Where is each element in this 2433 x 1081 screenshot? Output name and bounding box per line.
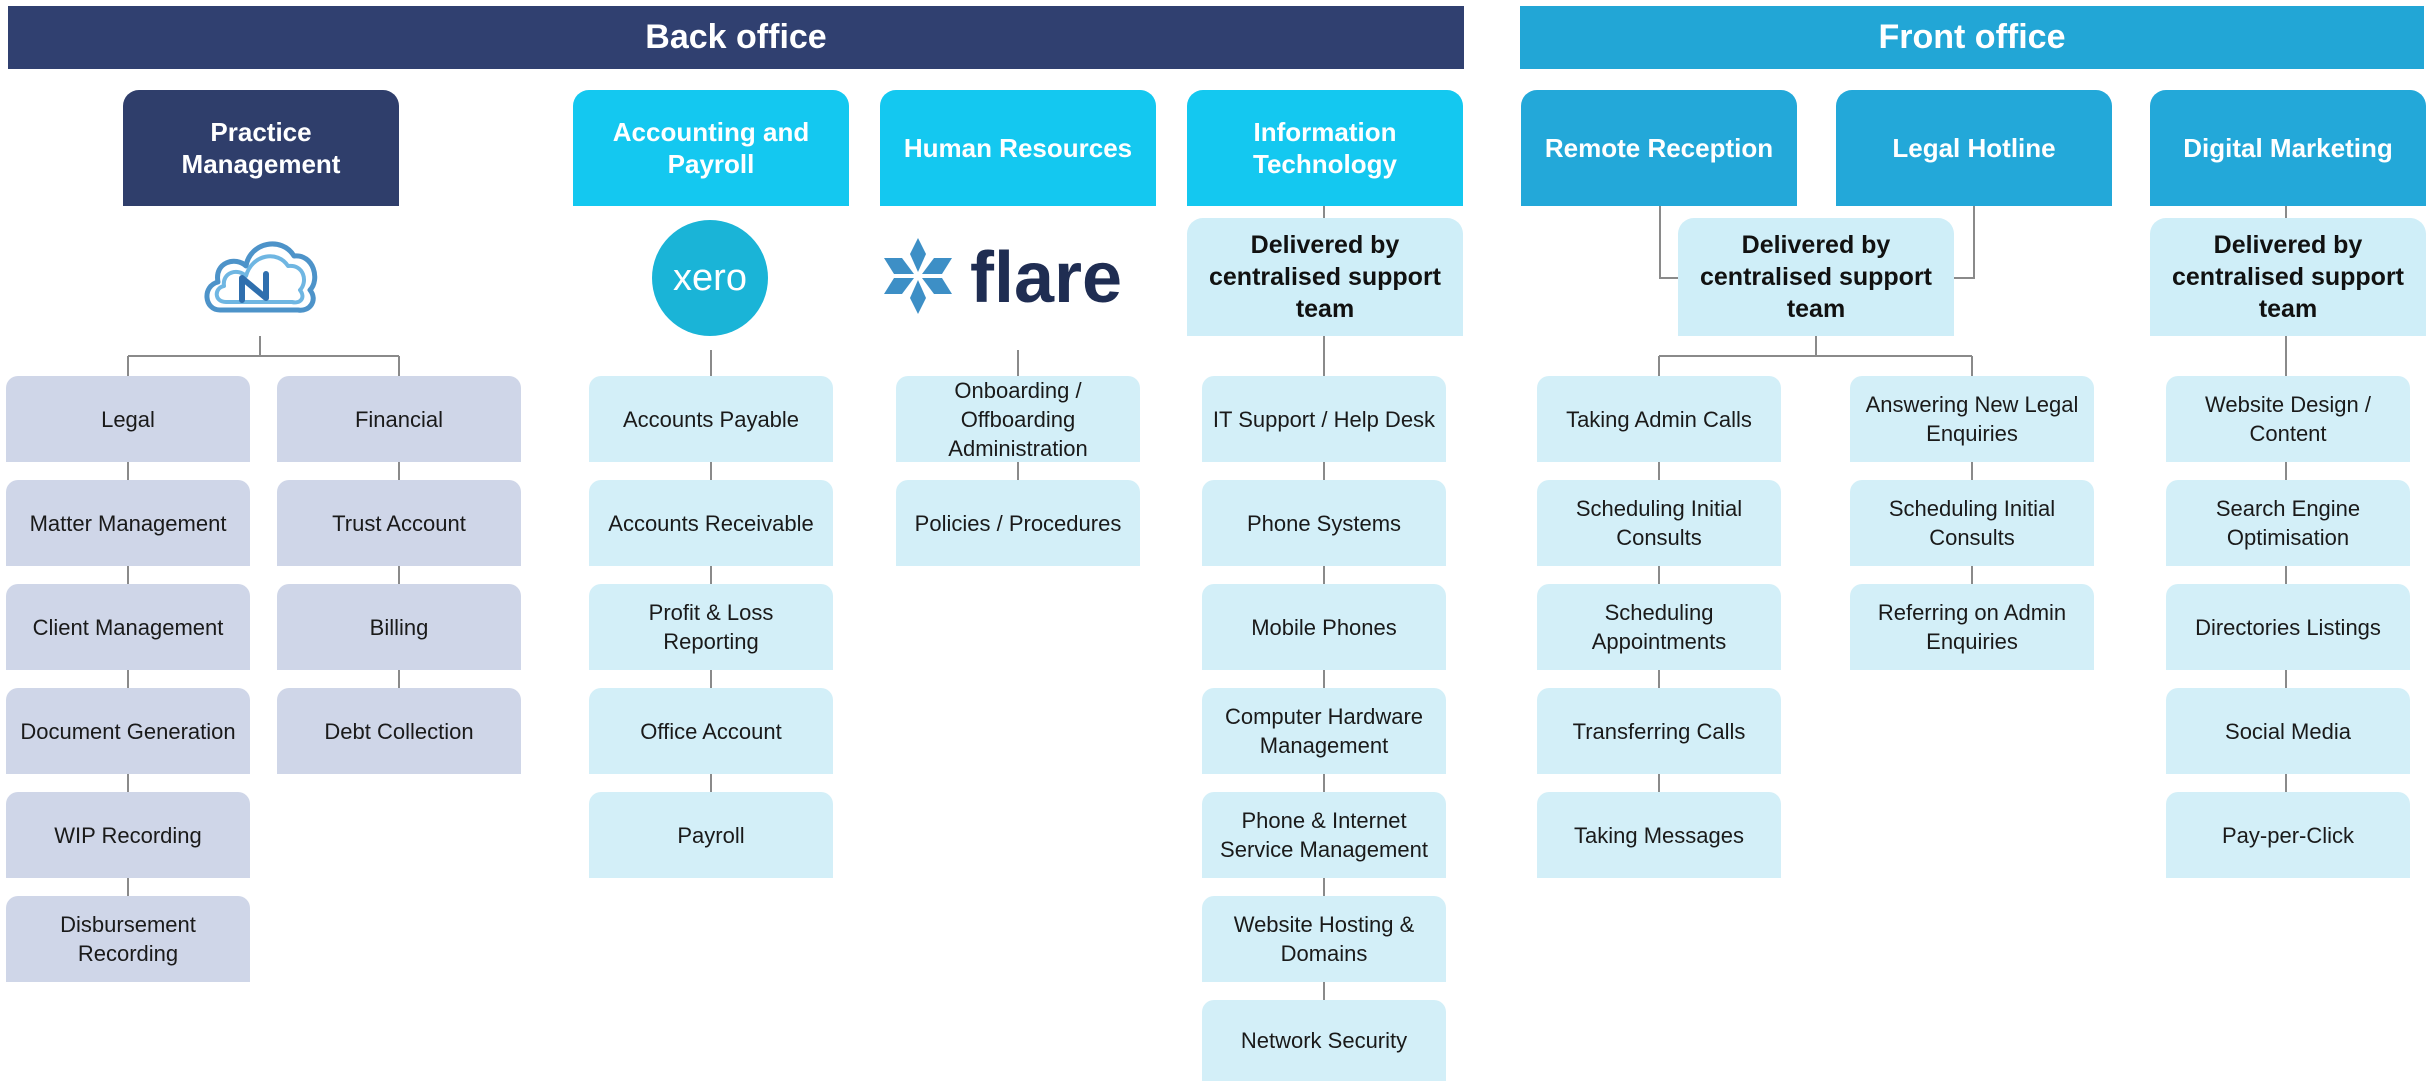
marketing-item: Website Design / Content [2166, 376, 2410, 462]
practice-item: Financial [277, 376, 521, 462]
it-item: Network Security [1202, 1000, 1446, 1081]
marketing-item: Social Media [2166, 688, 2410, 774]
back-office-band: Back office [8, 6, 1464, 69]
flare-logo-icon: flare [884, 238, 1122, 318]
practice-item: Legal [6, 376, 250, 462]
it-central-support: Delivered by centralised support team [1187, 218, 1463, 336]
accounting-item: Payroll [589, 792, 833, 878]
practice-item: Billing [277, 584, 521, 670]
reception-item: Taking Admin Calls [1537, 376, 1781, 462]
hr-item: Policies / Procedures [896, 480, 1140, 566]
legal-hotline-header: Legal Hotline [1836, 90, 2112, 206]
it-item: Phone Systems [1202, 480, 1446, 566]
reception-item: Scheduling Appointments [1537, 584, 1781, 670]
hotline-item: Referring on Admin Enquiries [1850, 584, 2094, 670]
practice-item: Disbursement Recording [6, 896, 250, 982]
xero-logo-text: xero [673, 257, 747, 299]
xero-logo-icon: xero [652, 220, 768, 336]
cloud-logo-icon [204, 241, 318, 313]
marketing-item: Directories Listings [2166, 584, 2410, 670]
reception-item: Taking Messages [1537, 792, 1781, 878]
practice-item: Document Generation [6, 688, 250, 774]
hotline-item: Scheduling Initial Consults [1850, 480, 2094, 566]
practice-item: Debt Collection [277, 688, 521, 774]
practice-item: Trust Account [277, 480, 521, 566]
digital-marketing-header: Digital Marketing [2150, 90, 2426, 206]
accounting-item: Office Account [589, 688, 833, 774]
marketing-central-support: Delivered by centralised support team [2150, 218, 2426, 336]
flare-logo-text: flare [970, 238, 1122, 318]
it-item: Website Hosting & Domains [1202, 896, 1446, 982]
it-item: IT Support / Help Desk [1202, 376, 1446, 462]
it-item: Computer Hardware Management [1202, 688, 1446, 774]
marketing-item: Search Engine Optimisation [2166, 480, 2410, 566]
front-office-band: Front office [1520, 6, 2424, 69]
front-central-support: Delivered by centralised support team [1678, 218, 1954, 336]
it-item: Phone & Internet Service Management [1202, 792, 1446, 878]
practice-item: Matter Management [6, 480, 250, 566]
accounting-item: Accounts Payable [589, 376, 833, 462]
practice-management-header: Practice Management [123, 90, 399, 206]
accounting-item: Accounts Receivable [589, 480, 833, 566]
hotline-item: Answering New Legal Enquiries [1850, 376, 2094, 462]
remote-reception-header: Remote Reception [1521, 90, 1797, 206]
marketing-item: Pay-per-Click [2166, 792, 2410, 878]
accounting-item: Profit & Loss Reporting [589, 584, 833, 670]
information-technology-header: Information Technology [1187, 90, 1463, 206]
practice-item: WIP Recording [6, 792, 250, 878]
reception-item: Transferring Calls [1537, 688, 1781, 774]
accounting-payroll-header: Accounting and Payroll [573, 90, 849, 206]
hr-item: Onboarding / Offboarding Administration [896, 376, 1140, 462]
it-item: Mobile Phones [1202, 584, 1446, 670]
human-resources-header: Human Resources [880, 90, 1156, 206]
practice-item: Client Management [6, 584, 250, 670]
reception-item: Scheduling Initial Consults [1537, 480, 1781, 566]
